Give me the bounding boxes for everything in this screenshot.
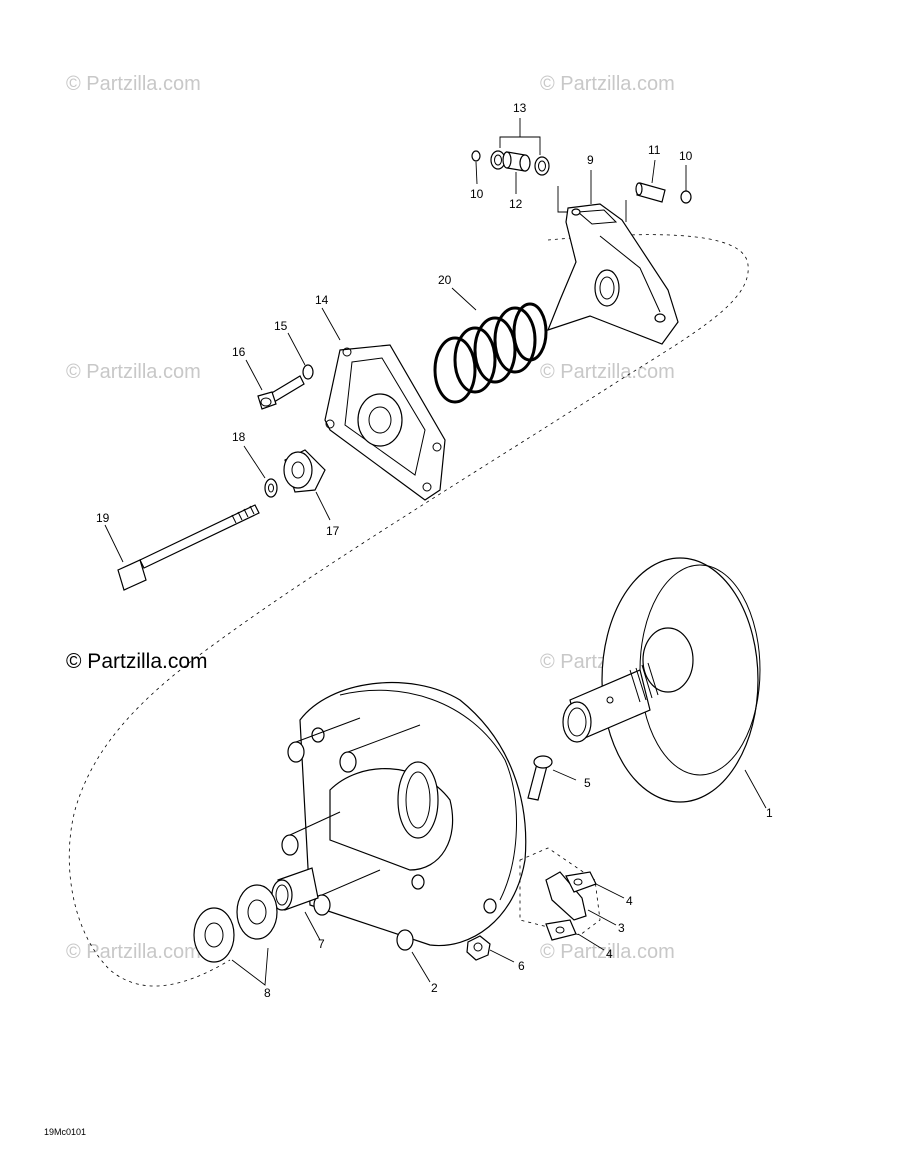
callout-4-lower: 4 [606, 947, 613, 961]
part-17-18-bushing-washer [243, 445, 331, 521]
belt-outline [68, 234, 749, 987]
part-19-bolt [104, 504, 260, 591]
callout-15: 15 [274, 319, 288, 333]
watermark-top-left: © Partzilla.com [66, 73, 201, 95]
watermark-mid-left: © Partzilla.com [66, 361, 201, 383]
callout-19: 19 [96, 511, 110, 525]
part-14-cover [321, 307, 446, 501]
callout-12: 12 [509, 197, 523, 211]
callout-9: 9 [587, 153, 594, 167]
callout-16: 16 [232, 345, 246, 359]
part-1-sheave [562, 557, 767, 809]
callout-14: 14 [315, 293, 329, 307]
callout-17: 17 [326, 524, 340, 538]
watermark-mid-right: © Partzilla.com [540, 361, 675, 383]
part-5-screw [527, 755, 577, 801]
callout-6: 6 [518, 959, 525, 973]
part-2-movable-sheave [281, 682, 527, 983]
callout-10-left: 10 [470, 187, 484, 201]
part-8-washers [193, 884, 278, 986]
part-15-16-screw-washer [245, 332, 314, 410]
callout-18: 18 [232, 430, 246, 444]
callout-10-right: 10 [679, 149, 693, 163]
watermarks: © Partzilla.com © Partzilla.com © Partzi… [66, 73, 675, 963]
callout-5: 5 [584, 776, 591, 790]
part-7-bushing [271, 867, 321, 941]
part-6-nut [466, 935, 515, 963]
part-3-4-weights [519, 847, 625, 951]
callout-8: 8 [264, 986, 271, 1000]
callout-13: 13 [513, 101, 527, 115]
watermark-top-right: © Partzilla.com [540, 73, 675, 95]
callout-3: 3 [618, 921, 625, 935]
part-11-pin [635, 159, 692, 204]
watermark-bottom-right: © Partzilla.com [540, 941, 675, 963]
part-20-spring [433, 287, 548, 404]
diagram-code: 19Mc0101 [44, 1127, 86, 1137]
callout-4-upper: 4 [626, 894, 633, 908]
watermark-bottom-left: © Partzilla.com [66, 941, 201, 963]
callout-2: 2 [431, 981, 438, 995]
part-9-arm [546, 170, 679, 345]
callout-7: 7 [318, 937, 325, 951]
watermark-main: © Partzilla.com [66, 650, 208, 673]
callout-1: 1 [766, 806, 773, 820]
part-13-12-10-bushing-group [471, 118, 550, 194]
callout-20: 20 [438, 273, 452, 287]
callout-11: 11 [648, 143, 661, 157]
callout-labels: 1 2 3 4 4 5 6 7 8 9 10 10 11 12 13 14 15… [96, 101, 773, 1000]
